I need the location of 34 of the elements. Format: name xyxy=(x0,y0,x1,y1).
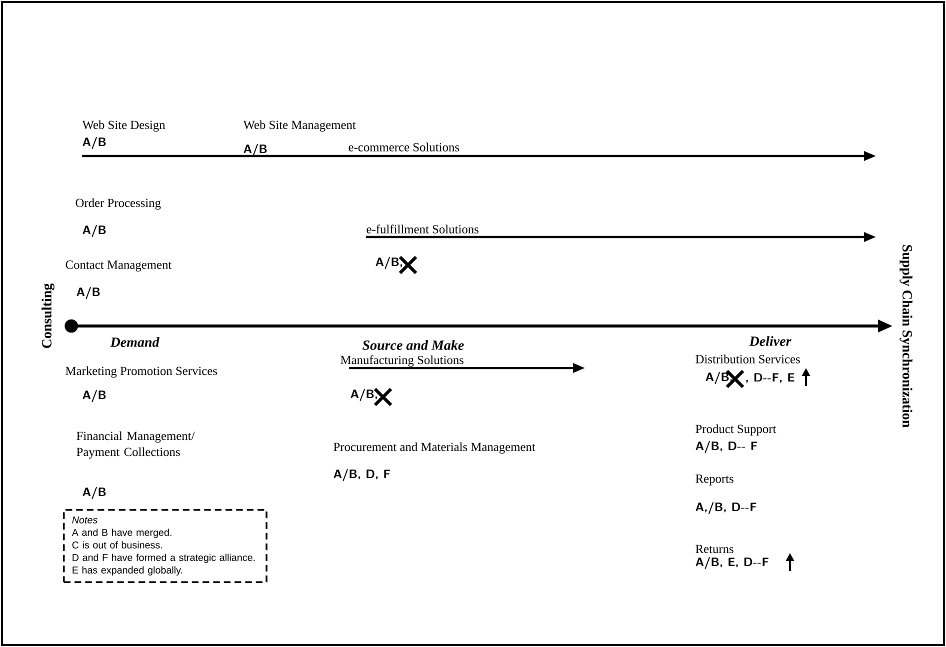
status-code: A/B xyxy=(82,137,106,150)
item-label: Marketing Promotion Services xyxy=(66,366,218,378)
status-code: A/B, xyxy=(376,257,402,270)
item-label: Web Site Design xyxy=(82,120,166,132)
notes-box: Notes A and B have merged. C is out of business. D and F have formed a strategic alliance. E has expanded globally. xyxy=(63,509,268,584)
item-label: Distribution Services xyxy=(696,354,800,364)
item-label: e-commerce Solutions xyxy=(348,142,460,152)
status-code: A/B xyxy=(82,390,106,402)
status-code: A/B xyxy=(76,287,100,300)
item-label: Returns xyxy=(696,544,734,554)
status-code: A/B, E, D--F xyxy=(696,557,768,570)
item-label: Financial Management/ Payment Collections xyxy=(76,431,195,459)
status-code: A/B xyxy=(82,487,106,500)
item-label: Procurement and Materials Management xyxy=(334,442,536,454)
phase-heading: Source and Make xyxy=(362,340,464,350)
item-label: Product Support xyxy=(696,424,776,436)
phase-heading: Deliver xyxy=(749,336,792,346)
status-code: A/B xyxy=(82,225,106,238)
status-code: A/B xyxy=(244,144,267,156)
axis-label: Supply Chain Synchronization xyxy=(900,245,912,428)
item-label: Reports xyxy=(696,474,734,486)
item-label: e-fulfillment Solutions xyxy=(366,224,478,234)
status-code: A/B, D-- F xyxy=(696,441,758,454)
item-label: Contact Management xyxy=(66,260,172,272)
axis-label: Consulting xyxy=(42,283,54,348)
status-code: A,/B, D--F xyxy=(696,502,756,514)
phase-heading: Demand xyxy=(110,337,160,347)
item-label: Web Site Management xyxy=(243,120,356,132)
item-label: Manufacturing Solutions xyxy=(340,355,464,367)
item-label: Order Processing xyxy=(76,198,161,210)
status-code: , D--F, E xyxy=(746,373,794,383)
status-code: A/B, D, F xyxy=(334,469,390,482)
status-code: A/B, xyxy=(350,389,378,402)
status-code: A/B, xyxy=(706,372,732,384)
